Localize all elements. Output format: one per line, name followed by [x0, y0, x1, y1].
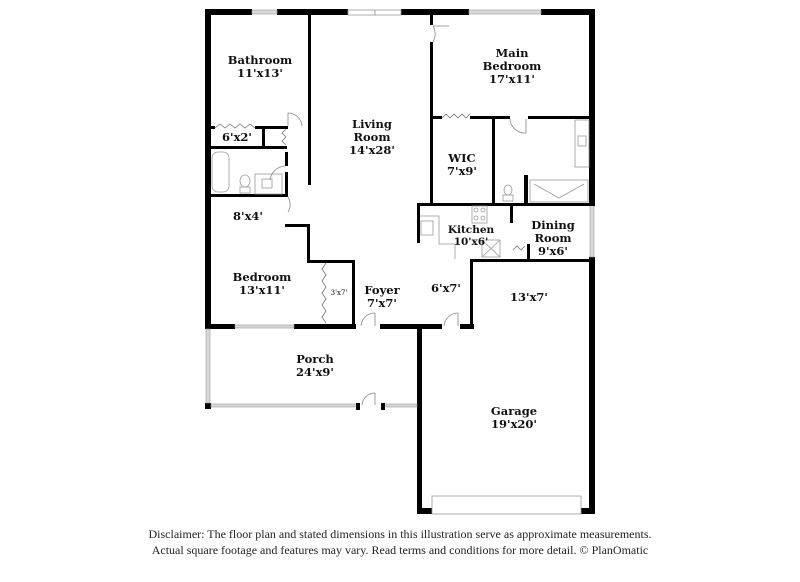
room-name: Bedroom — [482, 59, 542, 73]
room-dimension: 14'x28' — [349, 143, 395, 157]
room-label-dining-room: Dining Room 9'x6' — [531, 219, 574, 258]
exterior-walls — [205, 9, 595, 514]
room-dimension: 7'x9' — [447, 164, 477, 178]
room-label-laundry: 6'x7' — [431, 282, 461, 295]
room-name: Kitchen — [447, 224, 495, 236]
room-dimension: 13'x11' — [239, 283, 285, 297]
disclaimer-line-1: Disclaimer: The floor plan and stated di… — [148, 527, 652, 541]
room-dimension: 10'x6' — [453, 236, 489, 248]
room-dimension: 17'x11' — [489, 72, 535, 86]
room-label-bedroom: Bedroom 13'x11' — [233, 271, 292, 297]
room-name: Porch — [296, 352, 334, 366]
room-name: Bathroom — [227, 53, 293, 67]
room-dimension: 7'x7' — [367, 296, 397, 310]
room-dimension: 6'x2' — [222, 130, 252, 144]
room-label-garage: Garage 19'x20' — [491, 405, 537, 431]
room-name: WIC — [448, 151, 476, 165]
interior-walls — [205, 15, 595, 329]
room-dimension: 13'x7' — [510, 290, 548, 304]
room-dimension: 9'x6' — [538, 244, 568, 258]
room-dimension: 8'x4' — [233, 209, 263, 223]
room-label-foyer: Foyer 7'x7' — [364, 284, 399, 310]
room-name: Room — [534, 231, 572, 245]
room-label-main-bedroom: Main Bedroom 17'x11' — [483, 47, 542, 86]
room-name: Living — [352, 117, 392, 131]
room-dimension: 19'x20' — [491, 417, 537, 431]
disclaimer-line-2: Actual square footage and features may v… — [151, 543, 649, 557]
room-label-closet-hall: 6'x2' — [222, 131, 252, 144]
room-dimension: 3'x7' — [330, 289, 348, 297]
fixtures — [211, 119, 590, 259]
room-label-porch: Porch 24'x9' — [296, 353, 334, 379]
room-label-closet: 3'x7' — [331, 289, 348, 297]
room-name: Room — [353, 130, 391, 144]
room-label-wic: WIC 7'x9' — [447, 152, 477, 178]
room-label-living-room: Living Room 14'x28' — [349, 118, 395, 157]
room-dimension: 24'x9' — [296, 365, 334, 379]
room-label-bathroom: Bathroom 11'x13' — [228, 54, 292, 80]
room-name: Garage — [490, 404, 538, 418]
room-name: Bedroom — [232, 270, 292, 284]
room-dimension: 11'x13' — [237, 66, 283, 80]
room-name: Main — [495, 46, 529, 60]
disclaimer: Disclaimer: The floor plan and stated di… — [0, 526, 800, 558]
room-dimension: 6'x7' — [431, 281, 461, 295]
doors — [214, 25, 527, 410]
room-label-hall: 8'x4' — [233, 210, 263, 223]
room-name: Dining — [531, 218, 575, 232]
room-name: Foyer — [364, 283, 400, 297]
room-label-kitchen: Kitchen 10'x6' — [448, 224, 494, 248]
room-label-storage: 13'x7' — [510, 291, 548, 304]
windows — [205, 9, 595, 515]
